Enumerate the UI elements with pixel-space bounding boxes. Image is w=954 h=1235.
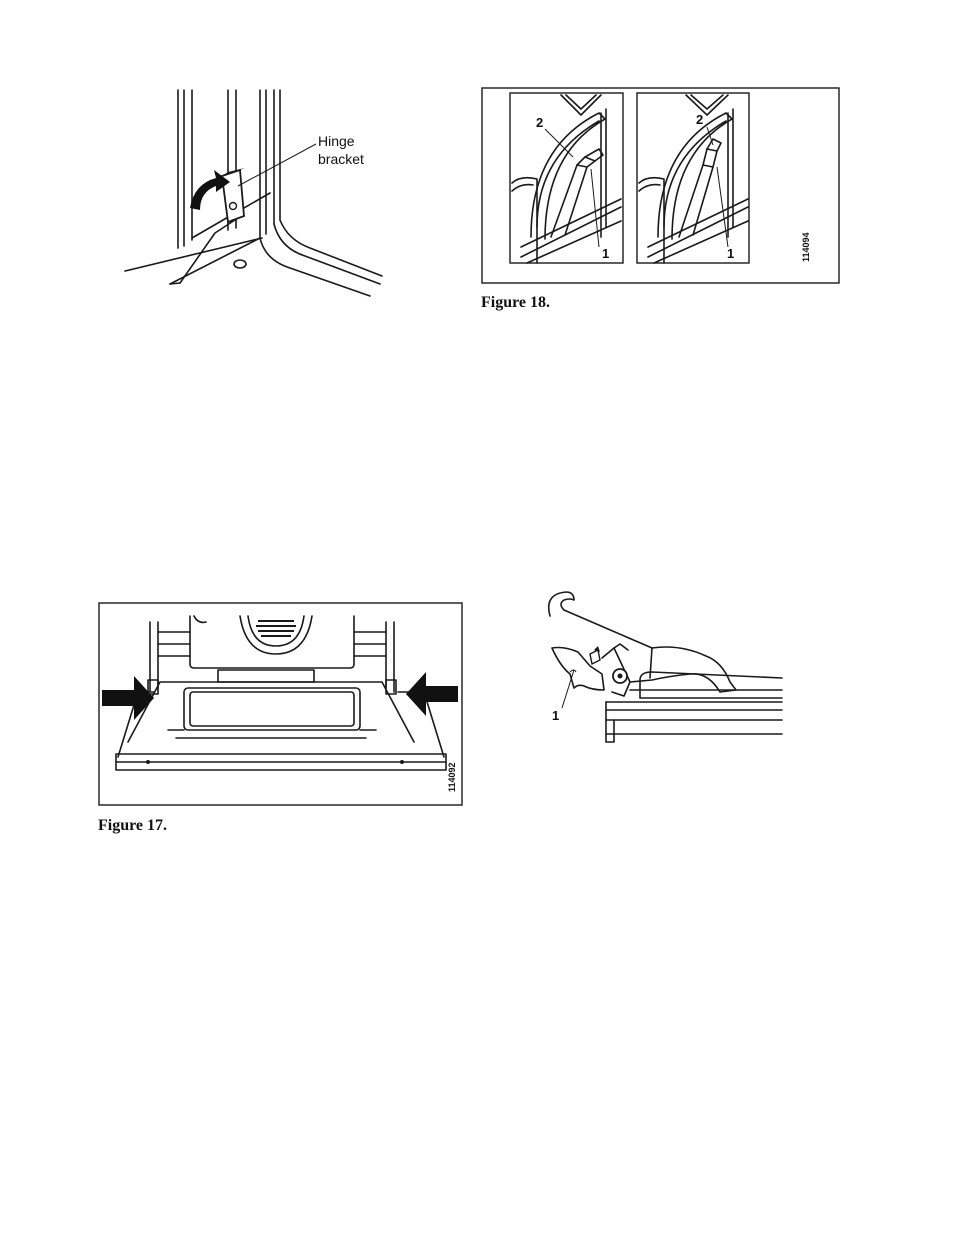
hinge-detail-figure: 1 [540,586,790,746]
figure-17-illustration: 114092 [98,602,464,808]
hinge-detail-label-1: 1 [552,708,559,723]
push-arrow-left-icon [102,676,154,720]
figure-18-code: 114094 [801,232,811,262]
hinge-bracket-label-line2: bracket [318,151,364,167]
figure-18-caption: Figure 18. [481,294,550,312]
figure-18-right-panel: 2 1 [637,93,749,263]
hinge-detail-illustration: 1 [540,586,790,746]
figure-17-caption: Figure 17. [98,817,167,835]
figure-18-right-label-2: 2 [696,112,703,127]
fan-grille [256,620,296,637]
figure-18-left-label-1: 1 [602,246,609,261]
push-arrow-right-icon [406,672,458,716]
hinge-bracket-illustration: Hinge bracket [120,88,410,303]
hinge-bracket-label-line1: Hinge [318,133,355,149]
figure-18-right-label-1: 1 [727,246,734,261]
hinge-bracket-figure: Hinge bracket [120,88,410,303]
figure-17-code: 114092 [447,762,457,792]
figure-18: 2 1 2 1 114094 [481,87,841,287]
figure-18-illustration: 2 1 2 1 114094 [481,87,841,287]
figure-17: 114092 [98,602,464,808]
figure-18-left-label-2: 2 [536,115,543,130]
figure-18-left-panel: 2 1 [510,93,623,263]
